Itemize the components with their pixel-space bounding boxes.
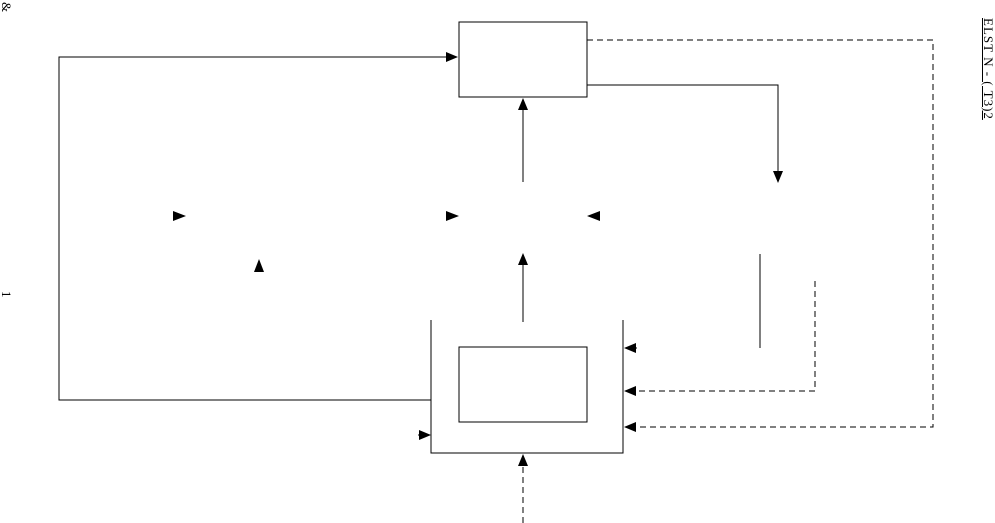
outer-u-block bbox=[430, 320, 624, 454]
margin-mark-mid: 1 bbox=[0, 291, 14, 298]
left-loop-line bbox=[58, 52, 458, 401]
arrowhead-right-1 bbox=[173, 211, 186, 221]
inner-dashed-loop bbox=[624, 281, 816, 396]
right-dashed-loop bbox=[587, 39, 934, 432]
top-output-line bbox=[587, 84, 783, 183]
arrowhead-right-2 bbox=[446, 211, 459, 221]
arrowhead-left-1 bbox=[587, 211, 600, 221]
margin-mark-top: & bbox=[0, 2, 14, 13]
arrowhead-up-1 bbox=[254, 259, 264, 272]
rotated-header-text: ELST N - ( T3)2 bbox=[981, 18, 995, 120]
top-block bbox=[458, 21, 588, 98]
inner-block bbox=[458, 346, 588, 423]
